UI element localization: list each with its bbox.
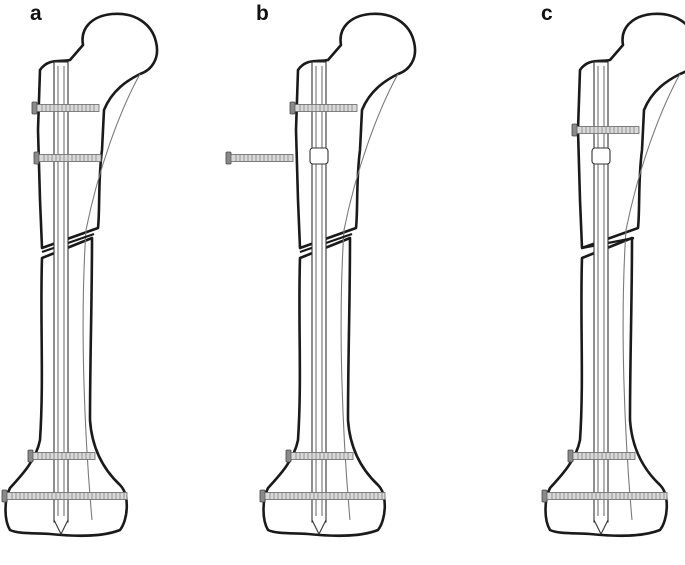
nail-slot-b xyxy=(309,147,329,165)
panel-label-b: b xyxy=(256,2,269,25)
removed-screw-b xyxy=(225,151,294,165)
femur-panel-a xyxy=(1,12,159,538)
panel-label-a: a xyxy=(30,2,42,25)
femur-panel-b xyxy=(259,12,417,538)
femur-panel-c xyxy=(541,12,685,538)
nail-slot-c xyxy=(591,147,611,165)
panel-label-c: c xyxy=(541,2,553,25)
cortex-line-a xyxy=(82,73,141,521)
